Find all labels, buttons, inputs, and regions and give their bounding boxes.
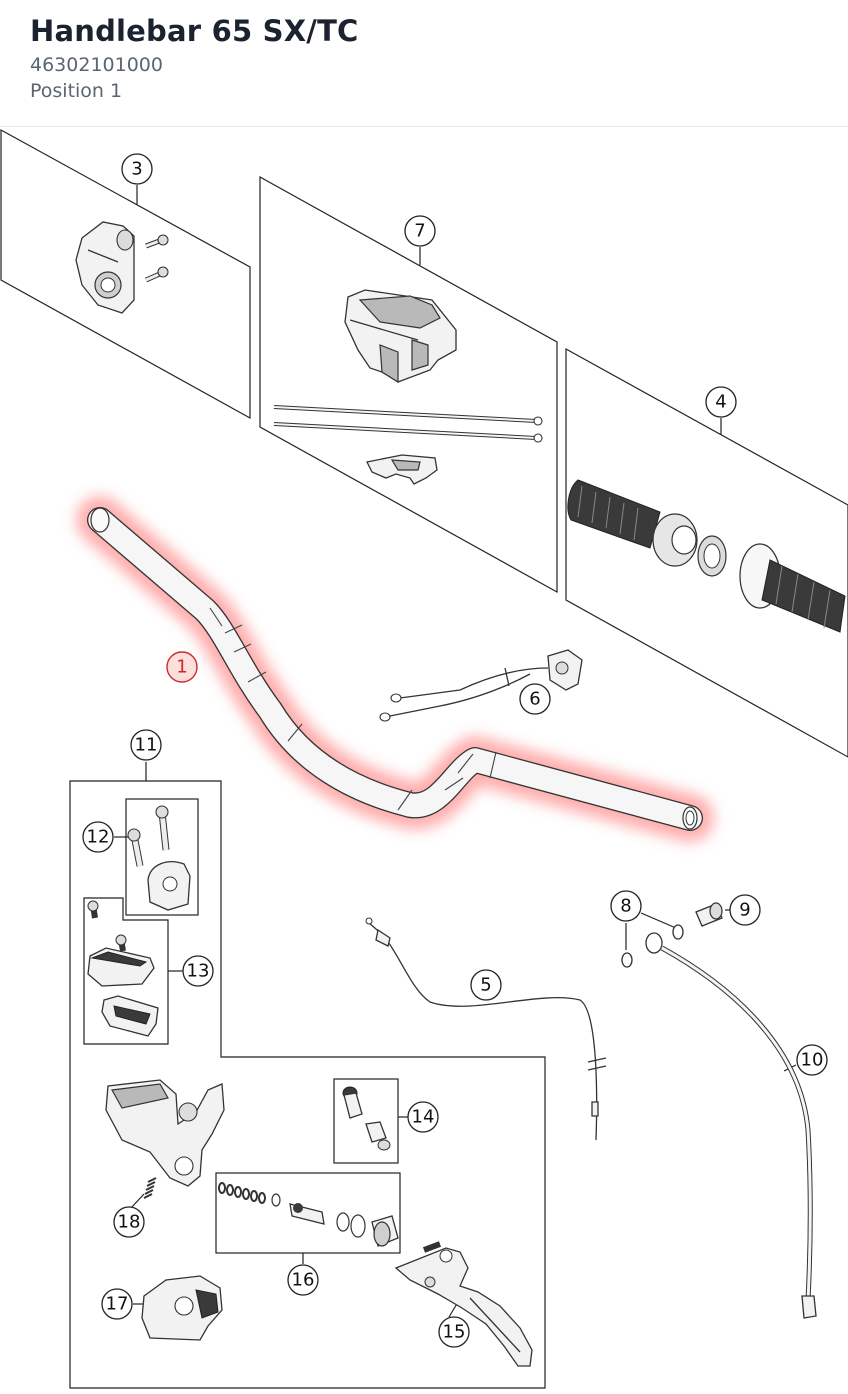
callout-3[interactable]: 3 (121, 153, 153, 185)
callout-6[interactable]: 6 (519, 683, 551, 715)
svg-text:9: 9 (739, 900, 750, 921)
svg-text:5: 5 (480, 975, 491, 996)
panel-frame-3 (0, 128, 251, 420)
callout-16[interactable]: 16 (287, 1264, 319, 1296)
svg-text:11: 11 (135, 735, 158, 756)
adjuster-part[interactable] (342, 1086, 391, 1151)
clutch-lever-part[interactable] (394, 1241, 533, 1367)
svg-text:18: 18 (118, 1212, 141, 1233)
pad-bracket-part[interactable] (366, 454, 438, 485)
callout-1[interactable]: 1 (166, 651, 198, 683)
exploded-parts-diagram: 1 3 4 5 6 7 8 9 10 11 12 13 14 15 16 17 … (0, 127, 848, 1390)
svg-text:4: 4 (715, 392, 726, 413)
panel-frame-13 (83, 897, 169, 1045)
callout-15[interactable]: 15 (438, 1316, 470, 1348)
svg-text:10: 10 (801, 1050, 824, 1071)
banjo-bolt-part[interactable] (695, 902, 723, 927)
position-label: Position 1 (30, 80, 123, 102)
panel-frame-7 (259, 175, 558, 594)
callout-13[interactable]: 13 (182, 955, 214, 987)
page-title: Handlebar 65 SX/TC (30, 14, 359, 48)
handlebar-pad-part[interactable] (344, 289, 457, 384)
callout-10[interactable]: 10 (796, 1044, 828, 1076)
callout-5[interactable]: 5 (470, 969, 502, 1001)
master-cylinder-part[interactable] (105, 1079, 225, 1187)
svg-text:6: 6 (529, 689, 540, 710)
callout-17[interactable]: 17 (101, 1288, 133, 1320)
panel-frame-11 (69, 780, 546, 1389)
spring-part[interactable] (143, 1177, 157, 1199)
lever-clamp-part[interactable] (127, 805, 191, 911)
callout-14[interactable]: 14 (407, 1101, 439, 1133)
callout-7[interactable]: 7 (404, 215, 436, 247)
panel-frame-16 (215, 1172, 401, 1254)
svg-text:1: 1 (176, 657, 187, 678)
panel-frame-12 (125, 798, 199, 916)
handlebar-clamp-part[interactable] (75, 221, 169, 314)
svg-text:12: 12 (87, 827, 110, 848)
svg-text:15: 15 (443, 1322, 466, 1343)
callout-4[interactable]: 4 (705, 386, 737, 418)
piston-kit-part[interactable] (218, 1182, 399, 1247)
reservoir-cover-part[interactable] (87, 900, 159, 1037)
header: Handlebar 65 SX/TC 46302101000 Position … (0, 0, 848, 127)
callout-9[interactable]: 9 (729, 894, 761, 926)
svg-text:13: 13 (187, 961, 210, 982)
leader-lines (114, 185, 797, 1318)
throttle-cable-part[interactable] (365, 917, 607, 1141)
callout-11[interactable]: 11 (130, 729, 162, 761)
callout-12[interactable]: 12 (82, 821, 114, 853)
svg-text:17: 17 (106, 1294, 129, 1315)
panel-frame-4 (565, 347, 848, 758)
panel-frame-14 (333, 1078, 399, 1164)
svg-text:3: 3 (131, 159, 142, 180)
svg-text:7: 7 (414, 221, 425, 242)
svg-text:14: 14 (412, 1107, 435, 1128)
svg-text:8: 8 (620, 896, 631, 917)
callout-18[interactable]: 18 (113, 1206, 145, 1238)
part-number: 46302101000 (30, 54, 163, 76)
seal-ring-part[interactable] (621, 924, 684, 968)
callout-8[interactable]: 8 (610, 890, 642, 922)
diagram-svg: 1 3 4 5 6 7 8 9 10 11 12 13 14 15 16 17 … (0, 128, 848, 1389)
grip-set-part[interactable] (567, 479, 846, 633)
hydraulic-hose-part[interactable] (645, 932, 817, 1319)
kill-switch-part[interactable] (379, 649, 583, 722)
svg-text:16: 16 (292, 1270, 315, 1291)
cable-tie-part[interactable] (273, 405, 543, 443)
handlebar-part[interactable] (76, 496, 714, 842)
lever-cover-part[interactable] (141, 1275, 223, 1341)
